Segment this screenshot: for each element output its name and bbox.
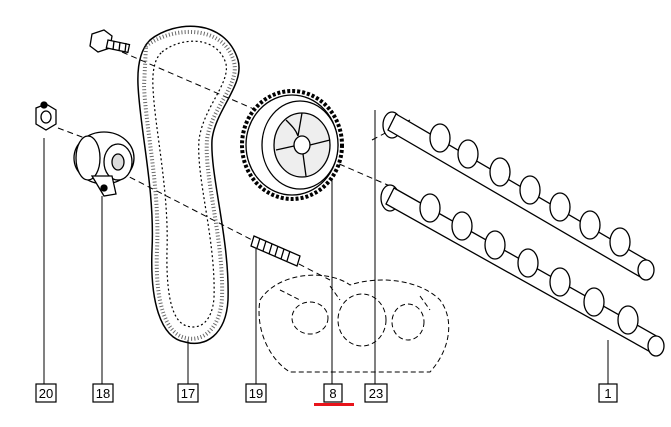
callout-8-label: 8: [329, 386, 336, 401]
timing-belt-icon: [137, 25, 240, 345]
callout-17-label: 17: [181, 386, 195, 401]
callout-19-label: 19: [249, 386, 263, 401]
bolt-icon: [89, 29, 131, 54]
nut-icon: [35, 101, 57, 131]
engine-block-outline: [258, 274, 450, 373]
callout-23-label: 23: [369, 386, 383, 401]
callout-18: 18: [92, 383, 114, 403]
stud-icon: [250, 235, 301, 267]
callout-18-label: 18: [96, 386, 110, 401]
camshaft-icon: [385, 113, 665, 357]
camshaft-sprocket-icon: [240, 89, 344, 201]
callout-23: 23: [364, 383, 388, 403]
highlight-underline: [314, 403, 354, 406]
callout-20: 20: [35, 383, 57, 403]
callout-19: 19: [245, 383, 267, 403]
tensioner-pulley-icon: [73, 131, 135, 197]
leader-lines: [43, 51, 609, 384]
callout-1: 1: [598, 383, 618, 403]
callout-1-label: 1: [604, 386, 611, 401]
callout-8: 8: [323, 383, 343, 403]
callout-17: 17: [177, 383, 199, 403]
callout-20-label: 20: [39, 386, 53, 401]
